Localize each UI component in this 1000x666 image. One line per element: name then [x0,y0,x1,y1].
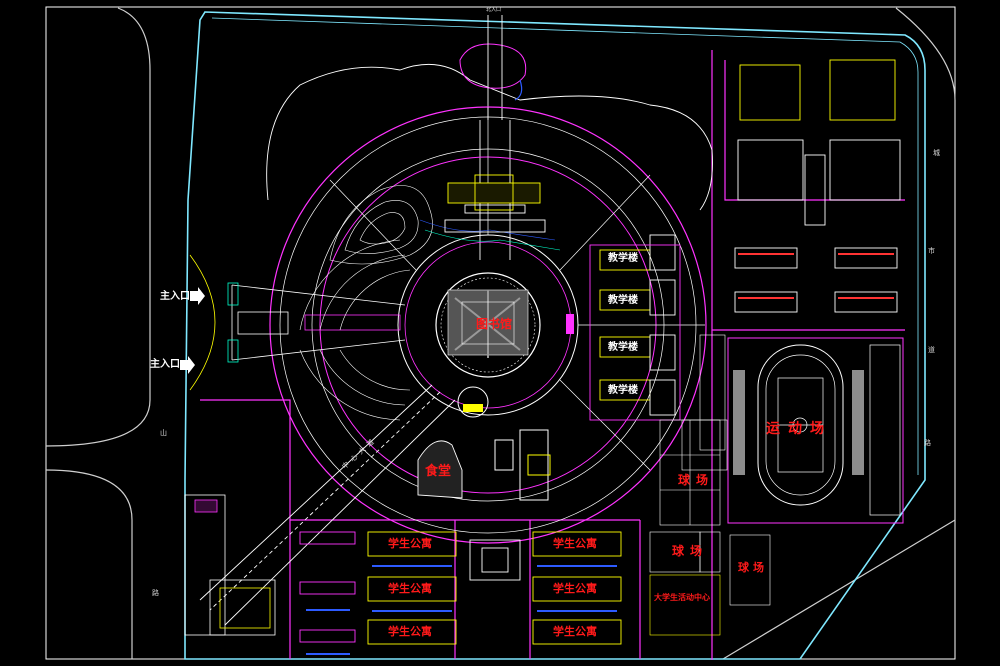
dorm-label-5: 学生公寓 [553,582,597,595]
teaching-building-label-4: 教学楼 [608,385,638,396]
east-road-label-3: 道 [928,346,935,354]
east-road-label-4: 路 [924,439,931,447]
court-label-south: 球场 [672,544,709,558]
court-grid-center [659,334,728,526]
dorm-label-1: 学生公寓 [388,537,432,550]
activity-center-label: 大学生活动中心 [654,593,710,602]
outer-roads [45,7,956,660]
north-gate-label: 北入口 [486,7,502,13]
north-axis-road [479,15,511,260]
internal-roads [200,50,905,660]
east-road-label-2: 市 [928,247,935,255]
canteen-label: 食堂 [425,464,452,479]
dorm-label-6: 学生公寓 [553,625,597,638]
north-building [444,174,546,233]
hill-contours [329,185,561,265]
dorm-stripe-lines [306,565,617,655]
court-label-center: 球场 [678,473,715,487]
main-entrance-label-1: 主入口 [160,291,190,302]
dormitory-blocks [299,531,622,645]
dorm-label-2: 学生公寓 [388,582,432,595]
court-label-east: 球场 [738,561,768,574]
west-lawn-arcs [299,239,411,421]
site-boundary [184,11,926,660]
northeast-buildings [734,59,901,313]
library-building [447,289,574,358]
dorm-label-3: 学生公寓 [388,625,432,638]
north-landscape-edge [266,63,713,211]
south-plaza-circle [457,386,489,418]
teaching-buildings [589,234,681,421]
canteen-building [417,429,551,501]
west-road-label-1: 山 [160,429,167,437]
west-entrance-fan [189,254,406,391]
teaching-building-label-1: 教学楼 [608,253,638,264]
teaching-building-label-2: 教学楼 [608,295,638,306]
main-entrance-label-2: 主入口 [150,359,180,370]
sports-field-label: 运动场 [766,421,832,437]
diagonal-avenue [199,384,456,626]
ring-spokes [329,107,705,471]
teaching-building-label-3: 教学楼 [608,342,638,353]
entrance-arrows [180,287,205,374]
dorm-label-4: 学生公寓 [553,537,597,550]
library-label: 图书馆 [476,317,513,331]
court-grid-south [649,531,771,636]
east-road-label-1: 城 [933,149,940,157]
sports-field [727,337,904,524]
west-road-label-2: 路 [152,589,159,597]
southwest-buildings [184,494,276,636]
